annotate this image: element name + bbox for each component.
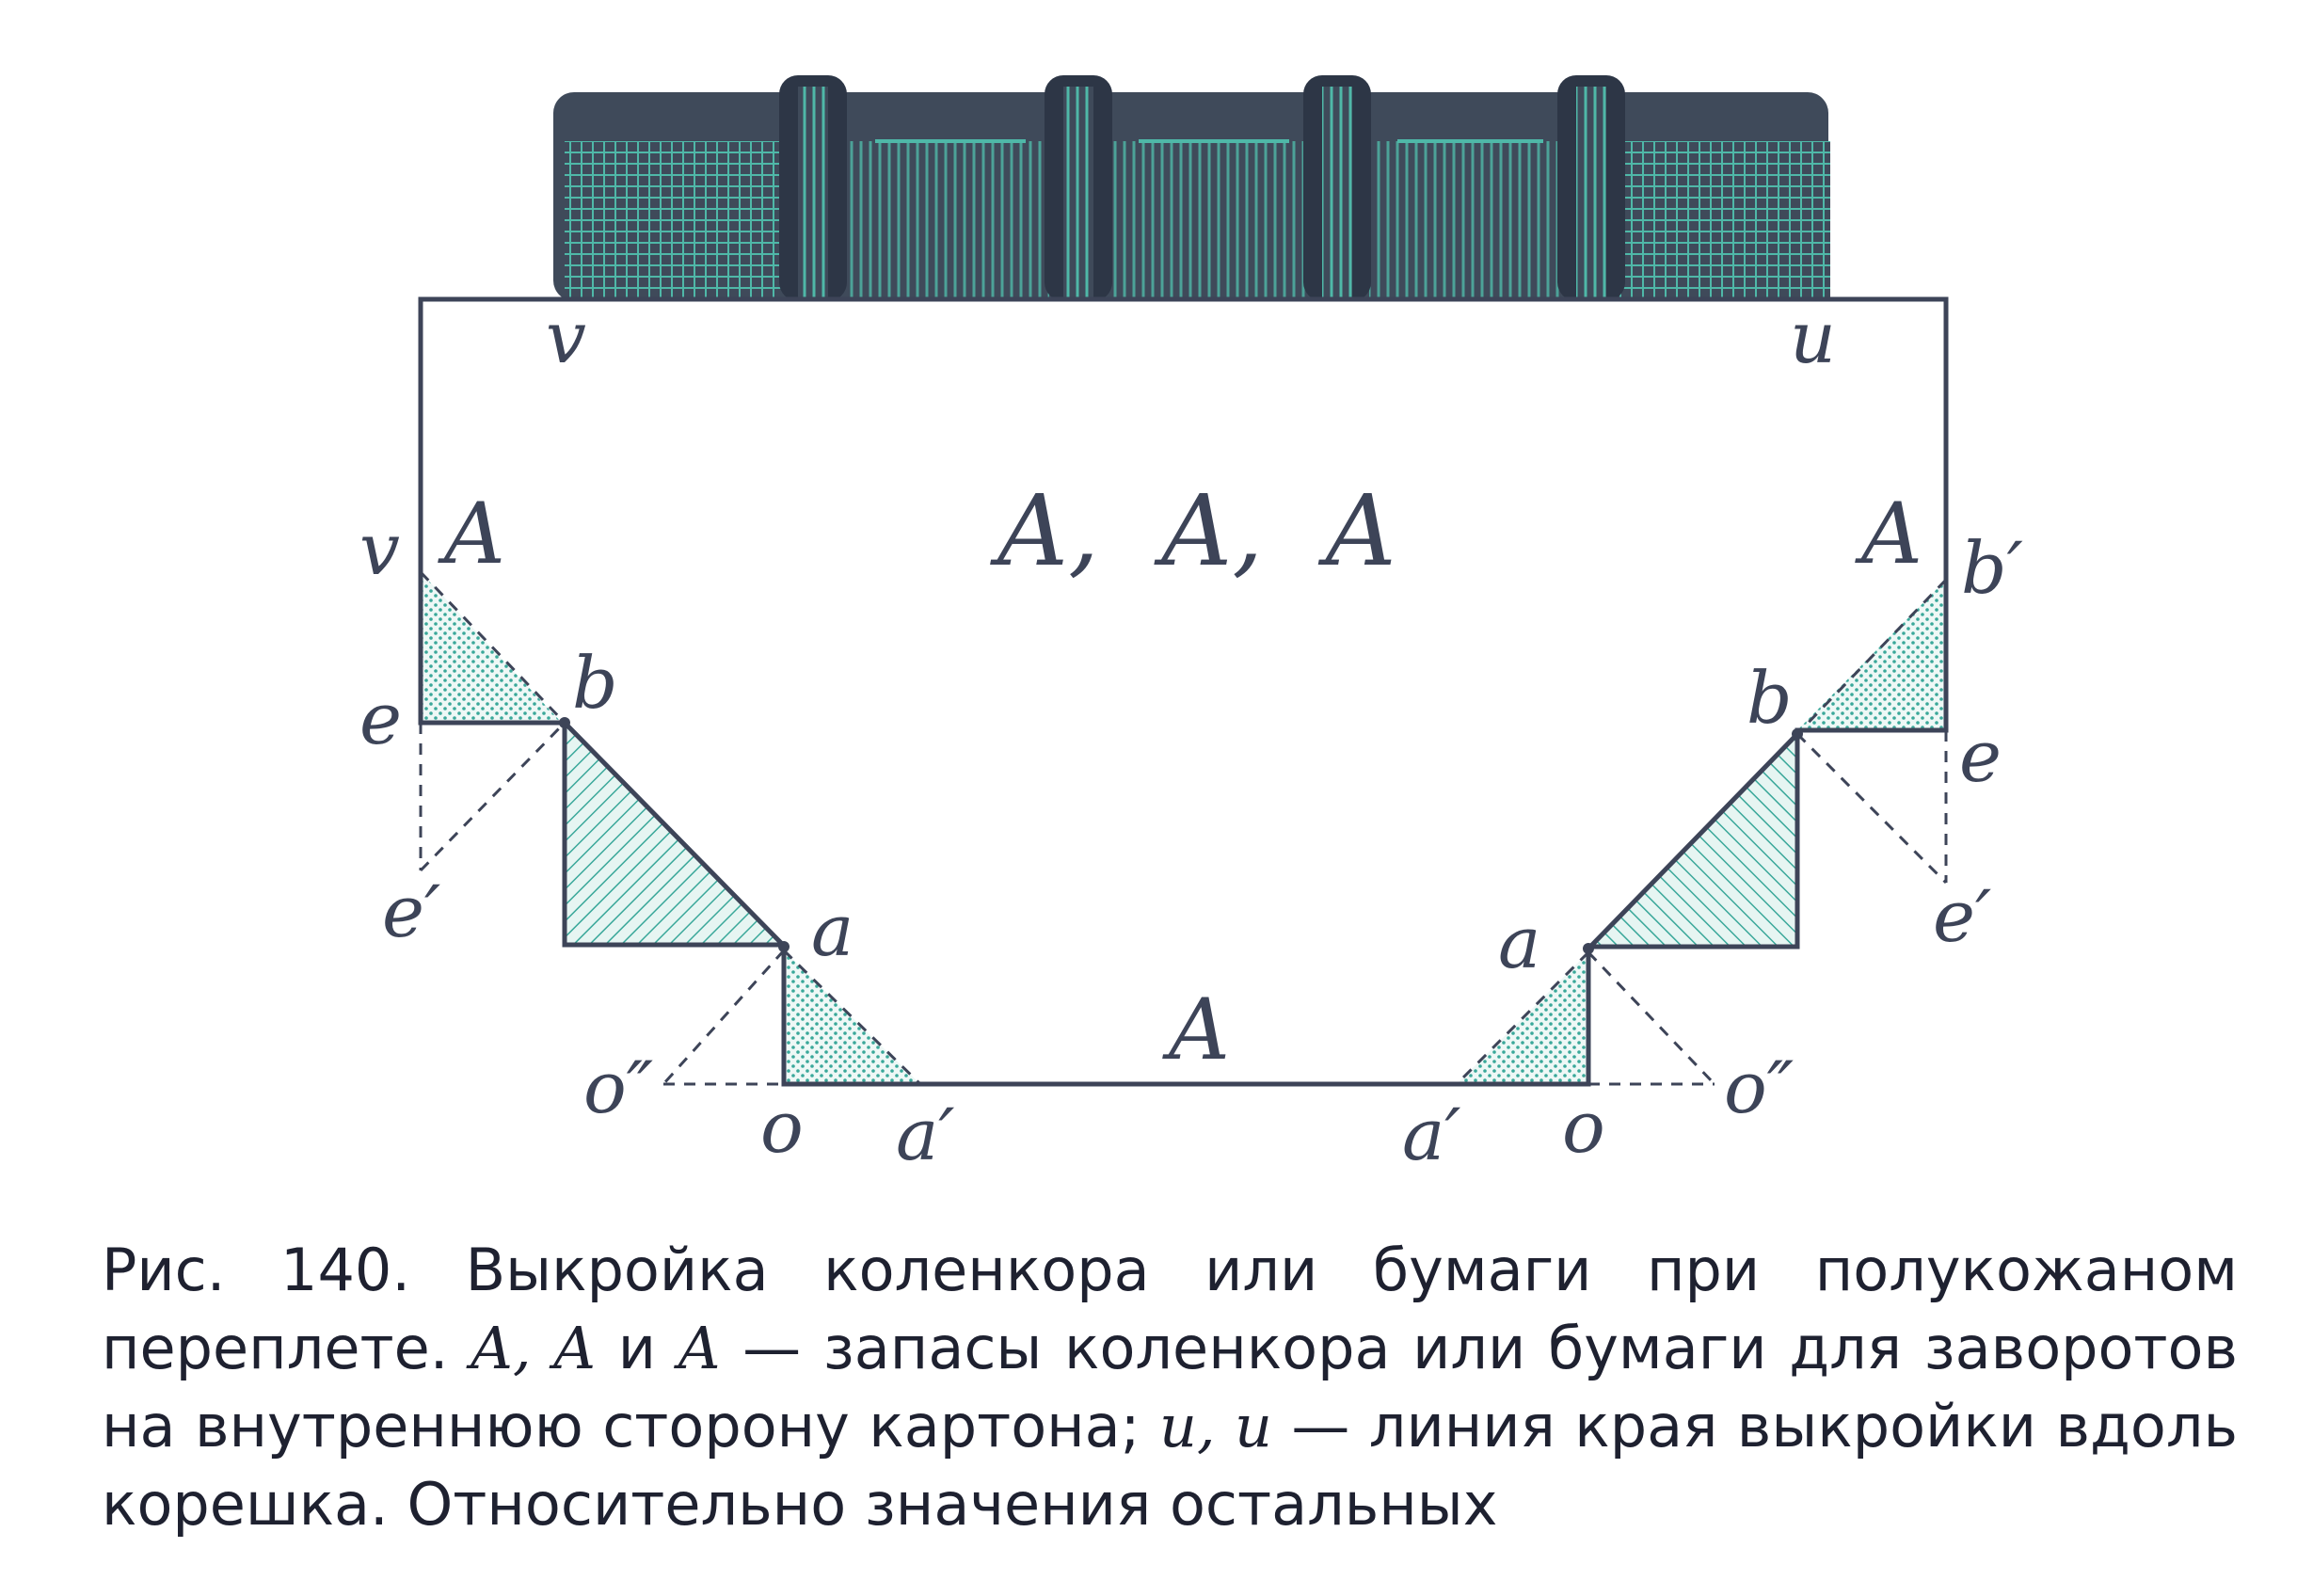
label-e-left: e xyxy=(359,677,402,760)
label-u-top: u xyxy=(1790,295,1836,379)
caption-text-2: и xyxy=(596,1314,678,1382)
label-A-right: A xyxy=(1855,485,1922,583)
caption-text-3: — запасы коленкора или бумаги для заворо… xyxy=(102,1314,2239,1460)
figure-caption: Рис. 140. Выкройка коленкора или бумаги … xyxy=(102,1231,2238,1543)
label-v-top: v xyxy=(546,295,586,379)
label-e-right: e xyxy=(1959,714,2002,798)
label-b-prime-right: b′ xyxy=(1961,526,2023,610)
caption-math-2: A xyxy=(678,1314,721,1382)
point-b-left xyxy=(559,717,570,728)
label-a-prime-left: a′ xyxy=(896,1093,955,1176)
label-b-left: b xyxy=(572,641,618,725)
book-cover-pattern-diagram: v u A, A, A v A A b′ b b e e e′ e′ a a A… xyxy=(359,75,2023,1176)
spine-band xyxy=(1557,75,1625,301)
label-center-allowances: A, A, A xyxy=(990,473,1396,588)
label-A-bottom: A xyxy=(1162,981,1230,1079)
caption-text-1: Рис. 140. Выкройка коленкора или бумаги … xyxy=(102,1236,2238,1382)
cut-edge-left-b-a xyxy=(563,721,785,947)
label-o-doubleprime-right: o″ xyxy=(1724,1045,1794,1129)
label-v-left: v xyxy=(359,507,400,591)
label-A-left: A xyxy=(438,485,505,583)
pattern-outline xyxy=(418,296,1949,1087)
book-spine xyxy=(553,75,1830,301)
spine-band xyxy=(779,75,847,301)
construction-lines xyxy=(419,570,1948,1086)
cut-edge-right-b-a xyxy=(1588,732,1799,949)
caption-text-4: — линия края выкройки вдоль корешка. Отн… xyxy=(102,1392,2238,1539)
label-a-left: a xyxy=(811,888,853,972)
label-o-right: o xyxy=(1562,1085,1605,1169)
label-b-right: b xyxy=(1747,656,1793,740)
spine-band xyxy=(1045,75,1112,301)
point-a-right xyxy=(1583,943,1594,954)
point-a-left xyxy=(778,941,790,952)
point-b-right xyxy=(1792,728,1803,740)
caption-math-1: A, A xyxy=(471,1314,597,1382)
label-e-prime-right: e′ xyxy=(1933,874,1991,958)
caption-math-3: u, u xyxy=(1158,1392,1272,1460)
label-a-right: a xyxy=(1498,901,1540,984)
spine-band xyxy=(1303,75,1371,301)
label-a-prime-right: a′ xyxy=(1402,1093,1461,1176)
label-e-prime-left: e′ xyxy=(382,870,440,953)
label-o-left: o xyxy=(760,1085,804,1169)
label-o-doubleprime-left: o″ xyxy=(583,1045,653,1129)
